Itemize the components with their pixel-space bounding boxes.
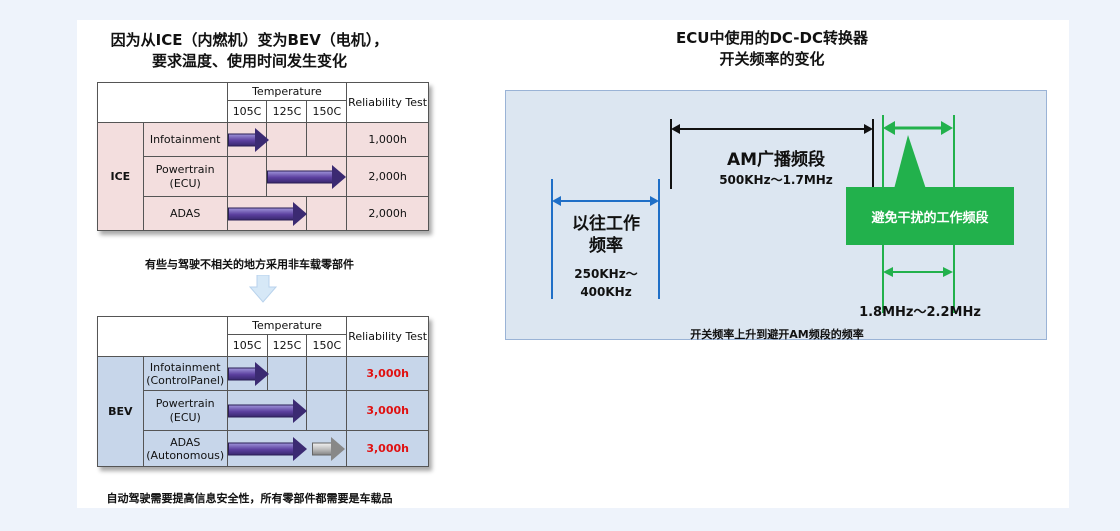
bev-infotainment-arrow <box>226 356 269 391</box>
bev-table: Temperature Reliability Test 105C 125C 1… <box>97 316 429 467</box>
figure-card: 因为从ICE（内燃机）变为BEV（电机）， 要求温度、使用时间发生变化 Temp… <box>77 20 1069 508</box>
ice-powertrain-arrow <box>266 156 348 197</box>
ice-infotainment-test: 1,000h <box>346 122 429 157</box>
temp-125c: 125C <box>266 100 308 123</box>
am-band-arrow <box>671 124 873 134</box>
left-title-line1: 因为从ICE（内燃机）变为BEV（电机）， <box>110 31 389 49</box>
new-band-range: 1.8MHz～2.2MHz <box>859 305 981 320</box>
am-band-label: AM广播频段 <box>726 150 826 170</box>
corner-cell <box>97 316 228 357</box>
bev-infotainment-test: 3,000h <box>346 356 429 391</box>
ice-row-adas: ADAS <box>142 196 228 231</box>
bev-caption: 自动驾驶需要提高信息安全性，所有零部件都需要是车载品 <box>106 492 393 505</box>
down-arrow-icon <box>249 275 277 303</box>
bev-powertrain-test: 3,000h <box>346 390 429 431</box>
right-title-line2: 开关频率的变化 <box>719 50 825 68</box>
avoid-band-label: 避免干扰的工作频段 <box>871 210 989 226</box>
bev-row-infotainment: Infotainment (ControlPanel) <box>142 356 228 391</box>
reliability-header: Reliability Test <box>346 316 429 357</box>
old-band-label-2: 频率 <box>589 236 623 256</box>
temp-105c: 105C <box>226 334 268 357</box>
temp-150c: 150C <box>306 334 348 357</box>
temperature-header: Temperature <box>226 82 348 101</box>
ice-table: Temperature Reliability Test 105C 125C 1… <box>97 82 429 231</box>
old-band-arrow <box>552 196 659 206</box>
bev-adas-arrow <box>226 430 348 467</box>
reliability-header: Reliability Test <box>346 82 429 123</box>
bev-adas-test: 3,000h <box>346 430 429 467</box>
ice-group-label: ICE <box>97 122 144 231</box>
ice-adas-arrow <box>226 196 308 231</box>
left-title-line2: 要求温度、使用时间发生变化 <box>151 52 347 70</box>
bev-powertrain-arrow <box>226 390 308 431</box>
am-band-range: 500KHz～1.7MHz <box>719 173 833 187</box>
avoid-band-callout <box>846 135 1014 245</box>
am-band-left-line <box>670 119 672 189</box>
right-title-line1: ECU中使用的DC-DC转换器 <box>676 29 868 47</box>
bev-row-adas: ADAS (Autonomous) <box>142 430 228 467</box>
ice-row-powertrain: Powertrain (ECU) <box>142 156 228 197</box>
ice-adas-test: 2,000h <box>346 196 429 231</box>
temperature-header: Temperature <box>226 316 348 335</box>
old-band-label-1: 以往工作 <box>572 214 640 234</box>
bev-row-powertrain: Powertrain (ECU) <box>142 390 228 431</box>
old-band-left-line <box>551 179 553 299</box>
new-band-arrow-top <box>883 121 953 135</box>
ice-caption: 有些与驾驶不相关的地方采用非车载零部件 <box>145 258 354 271</box>
frequency-diagram: 以往工作 频率 250KHz～ 400KHz AM广播频段 500KHz～1.7… <box>505 90 1047 340</box>
ice-row-infotainment: Infotainment <box>142 122 228 157</box>
bev-group-label: BEV <box>97 356 144 467</box>
temp-150c: 150C <box>306 100 348 123</box>
temp-125c: 125C <box>266 334 308 357</box>
new-band-arrow-bottom <box>883 267 953 277</box>
old-band-range-1: 250KHz～ <box>574 267 638 281</box>
am-band-right-line <box>872 119 874 189</box>
old-band-right-line <box>658 179 660 299</box>
ice-powertrain-test: 2,000h <box>346 156 429 197</box>
corner-cell <box>97 82 228 123</box>
temp-105c: 105C <box>226 100 268 123</box>
right-caption: 开关频率上升到避开AM频段的频率 <box>690 328 864 341</box>
old-band-range-2: 400KHz <box>580 285 632 299</box>
ice-infotainment-arrow <box>226 122 269 157</box>
